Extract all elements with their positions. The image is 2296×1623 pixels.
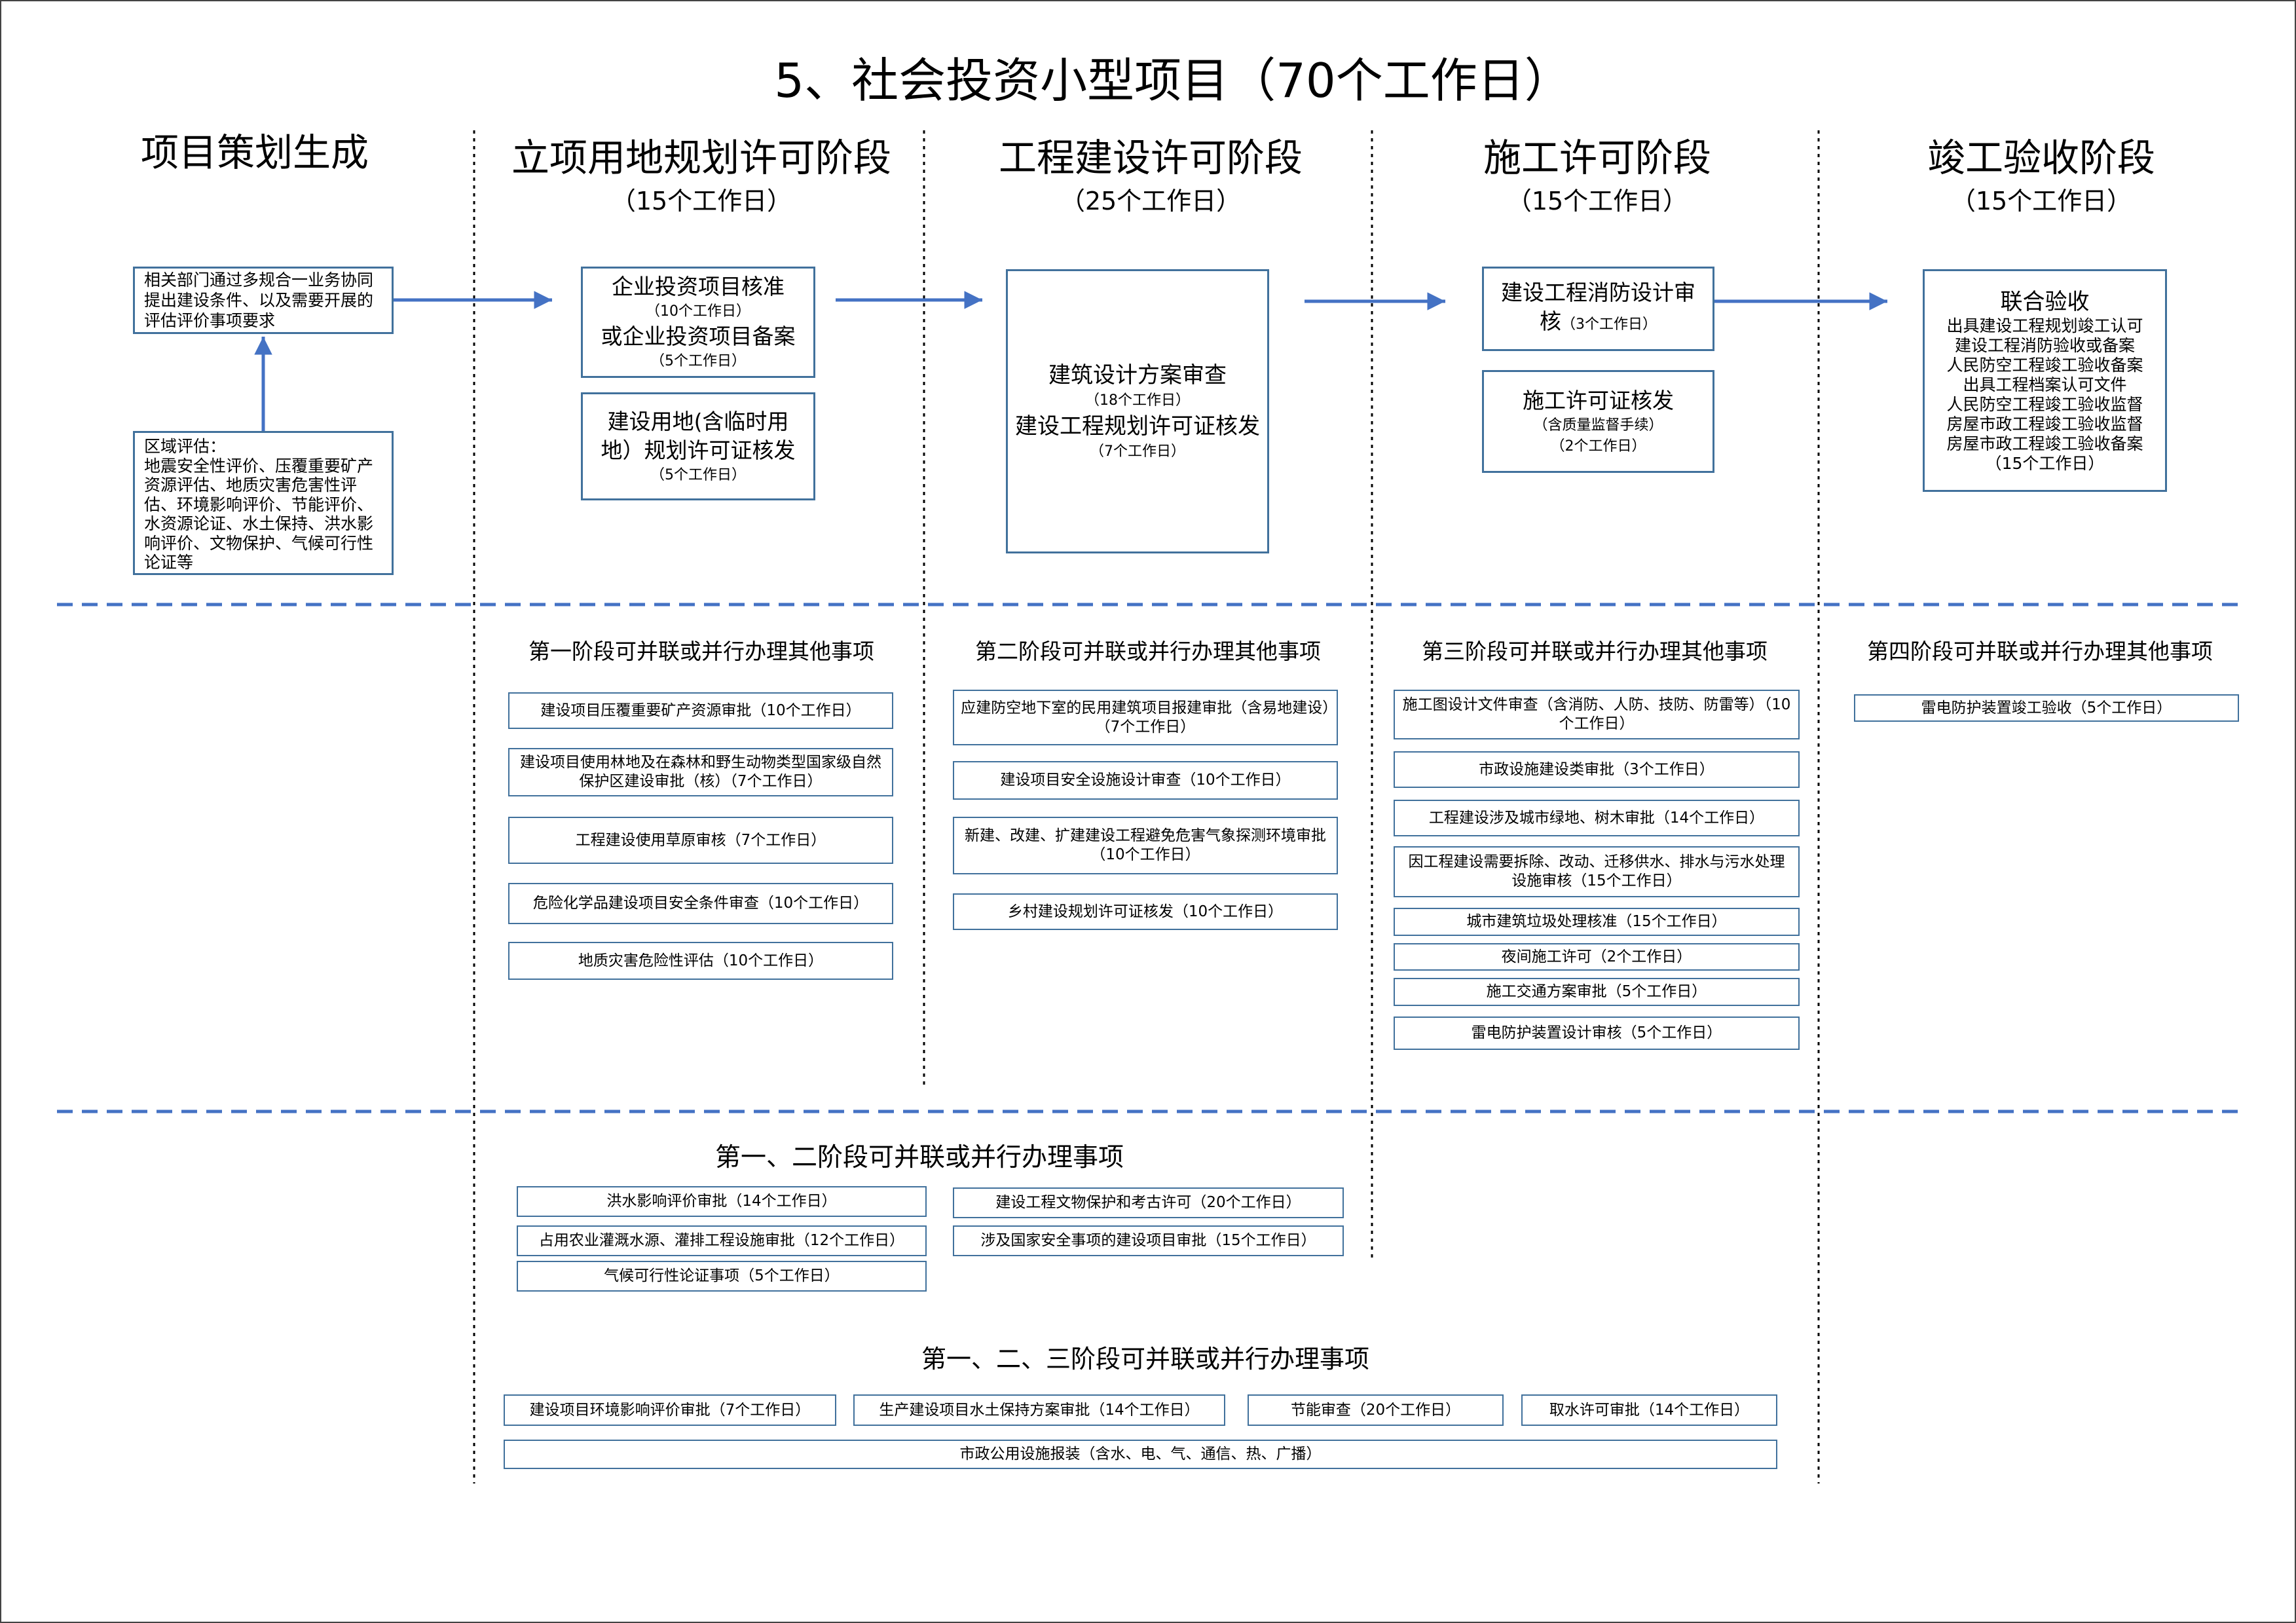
stages-1-2-item: 占用农业灌溉水源、灌排工程设施审批（12个工作日） [517, 1225, 927, 1256]
filing-days: （5个工作日） [650, 353, 746, 369]
stages-1-2-3-item: 建设项目环境影响评价审批（7个工作日） [504, 1394, 836, 1426]
parallel-item: 危险化学品建设项目安全条件审查（10个工作日） [508, 883, 893, 924]
stage-days: （15个工作日） [1506, 187, 1688, 215]
joint-acceptance-item: 房屋市政工程竣工验收备案 [1946, 434, 2143, 453]
regional-assessment-line: 地震安全性评价、压覆重要矿产 [144, 456, 374, 476]
joint-acceptance-item: 人民防空工程竣工验收监督 [1946, 395, 2143, 414]
parallel-heading-stage3: 第三阶段可并联或并行办理其他事项 [1422, 639, 1768, 664]
stages-1-2-3-heading: 第一、二、三阶段可并联或并行办理事项 [921, 1345, 1369, 1373]
regional-assessment-box: 区域评估： 地震安全性评价、压覆重要矿产 资源评估、地质灾害危害性评 估、环境影… [133, 431, 394, 575]
parallel-item: 建设项目使用林地及在森林和野生动物类型国家级自然保护区建设审批（核）（7个工作日… [508, 748, 893, 796]
requirements-box: 相关部门通过多规合一业务协同 提出建设条件、以及需要开展的 评估评价事项要求 [133, 267, 394, 334]
planning-permit-days: （7个工作日） [1090, 443, 1185, 460]
stage-name: 项目策划生成 [140, 130, 369, 175]
parallel-item: 市政设施建设类审批（3个工作日） [1394, 751, 1800, 788]
fire-review-line: 建设工程消防设计审 [1501, 280, 1695, 305]
parallel-item: 雷电防护装置设计审核（5个工作日） [1394, 1017, 1800, 1050]
design-review-box: 建筑设计方案审查 （18个工作日） 建设工程规划许可证核发 （7个工作日） [1006, 269, 1269, 553]
requirements-line: 提出建设条件、以及需要开展的 [144, 291, 374, 310]
parallel-heading-stage2: 第二阶段可并联或并行办理其他事项 [975, 639, 1321, 664]
stage-name: 竣工验收阶段 [1927, 136, 2155, 180]
stages-1-2-3-item: 取水许可审批（14个工作日） [1521, 1394, 1777, 1426]
stage-days: （15个工作日） [1950, 187, 2132, 215]
planning-permit-label: 建设工程规划许可证核发 [1015, 413, 1260, 439]
land-permit-line: 建设用地(含临时用 [607, 408, 789, 434]
parallel-heading-stage1: 第一阶段可并联或并行办理其他事项 [528, 639, 874, 664]
stages-1-2-item: 洪水影响评价审批（14个工作日） [517, 1186, 927, 1217]
stage-name: 工程建设许可阶段 [998, 136, 1303, 180]
parallel-item: 雷电防护装置竣工验收（5个工作日） [1854, 694, 2239, 722]
parallel-item: 乡村建设规划许可证核发（10个工作日） [953, 893, 1338, 930]
joint-acceptance-box: 联合验收 出具建设工程规划竣工认可 建设工程消防验收或备案 人民防空工程竣工验收… [1923, 269, 2167, 492]
fire-design-review-box: 建设工程消防设计审 核（3个工作日） [1482, 267, 1714, 351]
parallel-item: 施工图设计文件审查（含消防、人防、技防、防雷等）（10个工作日） [1394, 690, 1800, 739]
regional-assessment-line: 水资源论证、水土保持、洪水影 [144, 514, 374, 533]
stage-header-1: 立项用地规划许可阶段 （15个工作日） [492, 135, 911, 217]
joint-acceptance-days: （15个工作日） [1985, 454, 2105, 473]
stage-header-3: 施工许可阶段 （15个工作日） [1388, 135, 1807, 217]
parallel-item: 施工交通方案审批（5个工作日） [1394, 978, 1800, 1006]
stage-header-2: 工程建设许可阶段 （25个工作日） [941, 135, 1360, 217]
parallel-item: 工程建设使用草原审核（7个工作日） [508, 817, 893, 864]
requirements-line: 评估评价事项要求 [144, 311, 276, 330]
parallel-item: 城市建筑垃圾处理核准（15个工作日） [1394, 908, 1800, 936]
fire-review-line-end: 核 [1540, 308, 1561, 334]
stages-1-2-heading: 第一、二阶段可并联或并行办理事项 [714, 1143, 1124, 1172]
enterprise-approval-box: 企业投资项目核准 （10个工作日） 或企业投资项目备案 （5个工作日） [581, 267, 815, 378]
construction-permit-note: （含质量监督手续） [1533, 417, 1663, 434]
parallel-item: 地质灾害危险性评估（10个工作日） [508, 942, 893, 980]
parallel-item: 夜间施工许可（2个工作日） [1394, 943, 1800, 971]
stage-header-planning: 项目策划生成 [45, 130, 464, 176]
stages-1-2-3-item: 节能审查（20个工作日） [1248, 1394, 1504, 1426]
approval-days: （10个工作日） [646, 303, 750, 320]
joint-acceptance-item: 建设工程消防验收或备案 [1954, 336, 2135, 355]
stage-days: （25个工作日） [1060, 187, 1242, 215]
stages-1-2-item: 涉及国家安全事项的建设项目审批（15个工作日） [953, 1225, 1344, 1256]
stage-name: 立项用地规划许可阶段 [511, 136, 891, 180]
stage-days: （15个工作日） [610, 187, 792, 215]
regional-assessment-label: 区域评估： [144, 437, 227, 456]
construction-permit-label: 施工许可证核发 [1523, 387, 1674, 413]
land-permit-days: （5个工作日） [650, 466, 746, 483]
parallel-item: 因工程建设需要拆除、改动、迁移供水、排水与污水处理设施审核（15个工作日） [1394, 846, 1800, 897]
regional-assessment-line: 论证等 [144, 553, 194, 572]
joint-acceptance-item: 出具建设工程规划竣工认可 [1946, 316, 2143, 335]
construction-permit-days: （2个工作日） [1550, 438, 1646, 455]
stage-header-4: 竣工验收阶段 （15个工作日） [1832, 135, 2251, 217]
joint-acceptance-item: 房屋市政工程竣工验收监督 [1946, 415, 2143, 434]
stages-1-2-3-item: 市政公用设施报装（含水、电、气、通信、热、广播） [504, 1440, 1777, 1469]
requirements-line: 相关部门通过多规合一业务协同 [144, 270, 374, 289]
fire-review-days: （3个工作日） [1561, 316, 1657, 333]
stage-name: 施工许可阶段 [1483, 136, 1711, 180]
parallel-item: 新建、改建、扩建建设工程避免危害气象探测环境审批（10个工作日） [953, 817, 1338, 874]
regional-assessment-line: 估、环境影响评价、节能评价、 [144, 494, 374, 514]
construction-permit-box: 施工许可证核发 （含质量监督手续） （2个工作日） [1482, 370, 1714, 473]
stages-1-2-3-item: 生产建设项目水土保持方案审批（14个工作日） [853, 1394, 1225, 1426]
parallel-item: 建设项目压覆重要矿产资源审批（10个工作日） [508, 692, 893, 729]
page-title: 5、社会投资小型项目（70个工作日） [774, 53, 1572, 108]
joint-acceptance-item: 出具工程档案认可文件 [1963, 375, 2127, 394]
land-planning-permit-box: 建设用地(含临时用 地）规划许可证核发 （5个工作日） [581, 392, 815, 500]
parallel-item: 工程建设涉及城市绿地、树木审批（14个工作日） [1394, 800, 1800, 836]
design-review-label: 建筑设计方案审查 [1048, 362, 1227, 388]
filing-label: 或企业投资项目备案 [601, 324, 796, 349]
stages-1-2-item: 建设工程文物保护和考古许可（20个工作日） [953, 1187, 1344, 1218]
parallel-item: 建设项目安全设施设计审查（10个工作日） [953, 761, 1338, 800]
parallel-item: 应建防空地下室的民用建筑项目报建审批（含易地建设）（7个工作日） [953, 690, 1338, 745]
regional-assessment-line: 资源评估、地质灾害危害性评 [144, 476, 358, 494]
land-permit-line: 地）规划许可证核发 [601, 437, 796, 463]
design-review-days: （18个工作日） [1085, 392, 1190, 409]
joint-acceptance-item: 人民防空工程竣工验收备案 [1946, 356, 2143, 375]
fire-review-line-2: 核（3个工作日） [1540, 307, 1657, 339]
joint-acceptance-title: 联合验收 [2000, 289, 2090, 315]
stages-1-2-item: 气候可行性论证事项（5个工作日） [517, 1261, 927, 1292]
approval-label: 企业投资项目核准 [612, 274, 785, 299]
regional-assessment-line: 响评价、文物保护、气候可行性 [144, 533, 374, 553]
parallel-heading-stage4: 第四阶段可并联或并行办理其他事项 [1867, 639, 2213, 664]
